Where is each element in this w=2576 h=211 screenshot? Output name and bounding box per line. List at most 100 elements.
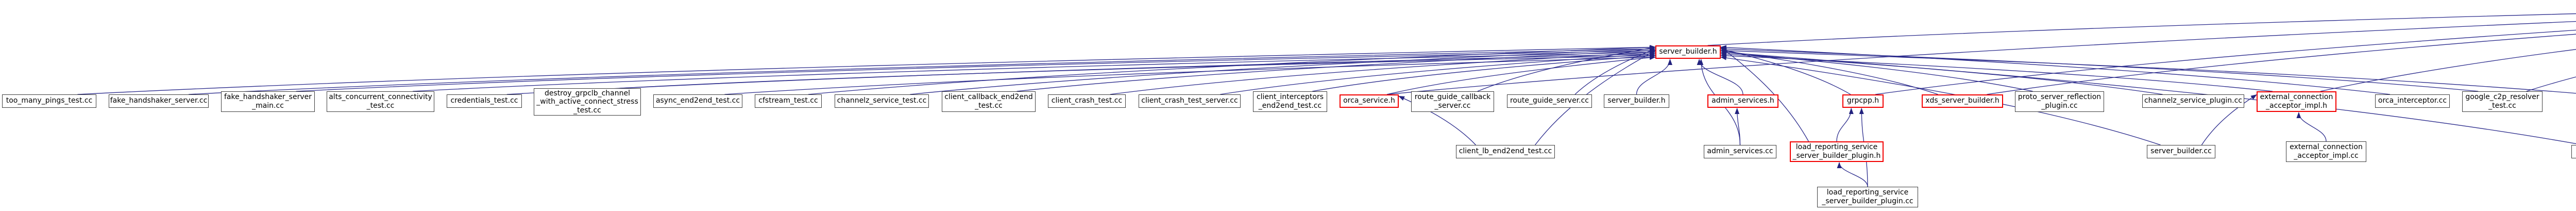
graph-node-external-connection-acceptor-impl-cc[interactable]: external_connection_acceptor_impl.cc <box>2286 141 2366 162</box>
graph-node-client-lb-end2end-test[interactable]: client_lb_end2end_test.cc <box>1456 145 1555 158</box>
graph-node-server-builder-cc[interactable]: server_builder.cc <box>2147 145 2215 158</box>
graph-node-xds-server-builder-h[interactable]: xds_server_builder.h <box>1922 94 2003 108</box>
graph-node-async-end2end-test[interactable]: async_end2end_test.cc <box>653 94 742 108</box>
include-edge <box>910 46 1656 95</box>
graph-node-destroy-grpclb-stress-test[interactable]: destroy_grpclb_channel_with_active_conne… <box>534 88 641 116</box>
graph-node-label: _server.cc <box>1434 102 1471 110</box>
graph-node-label: admin_services.h <box>1711 96 1774 105</box>
include-edge <box>2526 76 2576 92</box>
graph-node-label: server_builder.h <box>1659 47 1717 56</box>
include-edge <box>1697 59 1743 95</box>
graph-node-channelz-service-test[interactable]: channelz_service_test.cc <box>835 94 929 108</box>
graph-node-route-guide-server[interactable]: route_guide_server.cc <box>1507 94 1592 108</box>
graph-node-label: channelz_service_plugin.cc <box>2144 96 2243 105</box>
include-edge <box>724 55 1656 95</box>
include-edge <box>1720 53 2273 92</box>
include-edge <box>1535 50 1656 145</box>
graph-node-client-crash-test-server[interactable]: client_crash_test_server.cc <box>1139 94 1241 108</box>
graph-node-server-builder-h-dup[interactable]: server_builder.h <box>1604 94 1669 108</box>
graph-node-label: async_end2end_test.cc <box>655 96 740 105</box>
include-edge <box>1987 34 2576 95</box>
graph-node-label: destroy_grpclb_channel <box>545 89 630 98</box>
graph-node-label: google_c2p_resolver <box>2465 92 2539 101</box>
graph-node-label: _server_builder_plugin.cc <box>1822 197 1913 205</box>
graph-node-label: client_crash_test_server.cc <box>1141 96 1238 105</box>
graph-node-fake-handshaker-server-main[interactable]: fake_handshaker_server_main.cc <box>221 91 315 112</box>
graph-node-too-many-pings-test[interactable]: too_many_pings_test.cc <box>2 94 96 108</box>
include-edge <box>1707 13 2576 46</box>
include-edge <box>2296 112 2327 142</box>
include-edge <box>1735 108 1741 145</box>
graph-node-cfstream-test[interactable]: cfstream_test.cc <box>755 94 822 108</box>
include-edge <box>1220 52 1656 95</box>
graph-node-label: admin_services.cc <box>1707 147 1773 156</box>
graph-node-label: channelz_service_test.cc <box>837 96 927 105</box>
include-edge <box>1110 50 1656 95</box>
graph-node-orca-service-h[interactable]: orca_service.h <box>1340 94 1399 108</box>
graph-node-label: _end2end_test.cc <box>1258 102 1322 110</box>
graph-node-client-interceptors-end2end-test[interactable]: client_interceptors_end2end_test.cc <box>1253 91 1327 112</box>
graph-node-label: orca_interceptor.cc <box>2378 96 2447 105</box>
graph-node-label: _with_active_connect_stress <box>536 98 638 106</box>
include-edge <box>1016 48 1656 92</box>
include-edge <box>1312 53 1656 92</box>
graph-node-label: proto_server_reflection <box>2018 92 2102 101</box>
graph-node-qps-worker-cc[interactable]: qps_worker.cc <box>2571 145 2576 158</box>
graph-node-credentials-test[interactable]: credentials_test.cc <box>447 94 522 108</box>
include-edge <box>619 53 1656 89</box>
graph-node-label: _test.cc <box>975 102 1003 110</box>
graph-node-grpcpp-h[interactable]: grpcpp.h <box>1842 94 1884 108</box>
graph-node-label: _server_builder_plugin.h <box>1792 152 1881 160</box>
graph-node-label: client_lb_end2end_test.cc <box>1459 147 1552 156</box>
graph-node-label: _test.cc <box>366 102 395 110</box>
graph-node-route-guide-callback-server[interactable]: route_guide_callback_server.cc <box>1411 91 1494 112</box>
graph-node-label: external_connection <box>2290 142 2363 151</box>
graph-node-server-builder-h[interactable]: server_builder.h <box>1655 45 1721 59</box>
include-edge <box>1386 21 2576 95</box>
include-edge <box>1837 162 1868 187</box>
graph-node-label: external_connection <box>2260 92 2333 101</box>
graph-node-channelz-service-plugin[interactable]: channelz_service_plugin.cc <box>2142 94 2244 108</box>
graph-node-load-reporting-cc[interactable]: load_reporting_service_server_builder_pl… <box>1817 187 1918 207</box>
include-edge <box>77 45 1656 95</box>
include-edge <box>808 45 1656 95</box>
graph-node-client-callback-end2end-test[interactable]: client_callback_end2end_test.cc <box>942 91 1036 112</box>
include-edge <box>1398 95 1476 145</box>
graph-node-label: orca_service.h <box>1343 96 1395 105</box>
graph-node-proto-server-reflection-plugin[interactable]: proto_server_reflection_plugin.cc <box>2015 91 2104 112</box>
graph-node-label: route_guide_server.cc <box>1510 96 1589 105</box>
graph-node-label: grpcpp.h <box>1846 96 1879 105</box>
include-edge <box>1720 55 2161 145</box>
graph-node-admin-services-h[interactable]: admin_services.h <box>1707 94 1778 108</box>
include-edge <box>1875 29 2576 95</box>
graph-node-label: fake_handshaker_server <box>224 92 312 101</box>
graph-node-alts-concurrent-connectivity-test[interactable]: alts_concurrent_connectivity_test.cc <box>327 91 434 112</box>
graph-node-label: cfstream_test.cc <box>758 96 818 105</box>
graph-node-label: client_crash_test.cc <box>1051 96 1123 105</box>
graph-node-fake-handshaker-server[interactable]: fake_handshaker_server.cc <box>109 94 209 108</box>
include-edge <box>1720 50 2033 92</box>
include-edge <box>2320 49 2576 92</box>
graph-node-label: route_guide_callback <box>1414 92 1491 101</box>
graph-node-label: too_many_pings_test.cc <box>6 96 93 105</box>
graph-node-google-c2p-resolver-test[interactable]: google_c2p_resolver_test.cc <box>2462 91 2543 112</box>
graph-node-label: credentials_test.cc <box>450 96 518 105</box>
graph-node-label: client_callback_end2end <box>944 92 1033 101</box>
include-edge <box>1477 45 1656 92</box>
graph-node-label: load_reporting_service <box>1826 188 1909 197</box>
graph-node-label: _test.cc <box>573 106 601 115</box>
graph-node-orca-interceptor[interactable]: orca_interceptor.cc <box>2375 94 2450 108</box>
graph-node-load-reporting-h[interactable]: load_reporting_service_server_builder_pl… <box>1790 141 1884 162</box>
graph-node-label: xds_server_builder.h <box>1925 96 1999 105</box>
graph-node-client-crash-test[interactable]: client_crash_test.cc <box>1048 94 1126 108</box>
graph-node-label: load_reporting_service <box>1795 142 1878 151</box>
graph-node-label: _acceptor_impl.h <box>2266 102 2327 110</box>
graph-node-label: _plugin.cc <box>2041 102 2078 110</box>
graph-node-admin-services-cc[interactable]: admin_services.cc <box>1704 145 1776 158</box>
graph-node-label: _test.cc <box>2488 102 2516 110</box>
graph-node-external-connection-acceptor-impl-h[interactable]: external_connection_acceptor_impl.h <box>2257 91 2336 112</box>
graph-node-label: server_builder.h <box>1607 96 1666 105</box>
include-edge <box>1574 48 1656 95</box>
graph-node-label: _acceptor_impl.cc <box>2294 152 2359 160</box>
